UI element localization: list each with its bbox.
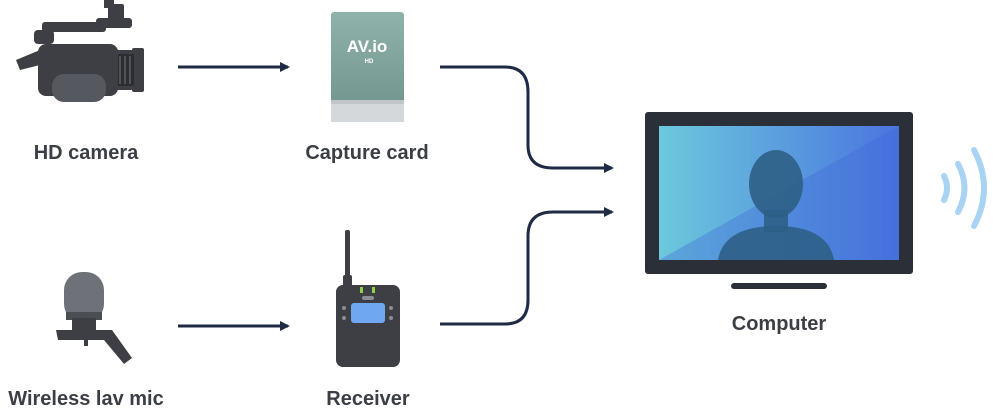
computer-label: Computer — [731, 313, 827, 335]
arrow-capture-card-to-computer — [440, 65, 614, 173]
lav-mic-icon — [56, 272, 132, 364]
computer-icon — [645, 112, 913, 289]
capture-card-icon: AV.io HD — [331, 12, 404, 122]
receiver-icon — [336, 230, 400, 367]
broadcast-waves-icon — [941, 147, 987, 229]
receiver-label: Receiver — [326, 388, 410, 410]
camera-icon — [16, 0, 144, 102]
user-silhouette-icon — [718, 150, 834, 260]
camera-label: HD camera — [33, 142, 139, 164]
capture-card-logo: AV.io — [347, 37, 388, 56]
capture-card-label: Capture card — [305, 142, 429, 164]
lav-mic-label: Wireless lav mic — [8, 388, 164, 410]
capture-card-logo-sub: HD — [365, 59, 374, 65]
arrow-receiver-to-computer — [440, 207, 614, 326]
